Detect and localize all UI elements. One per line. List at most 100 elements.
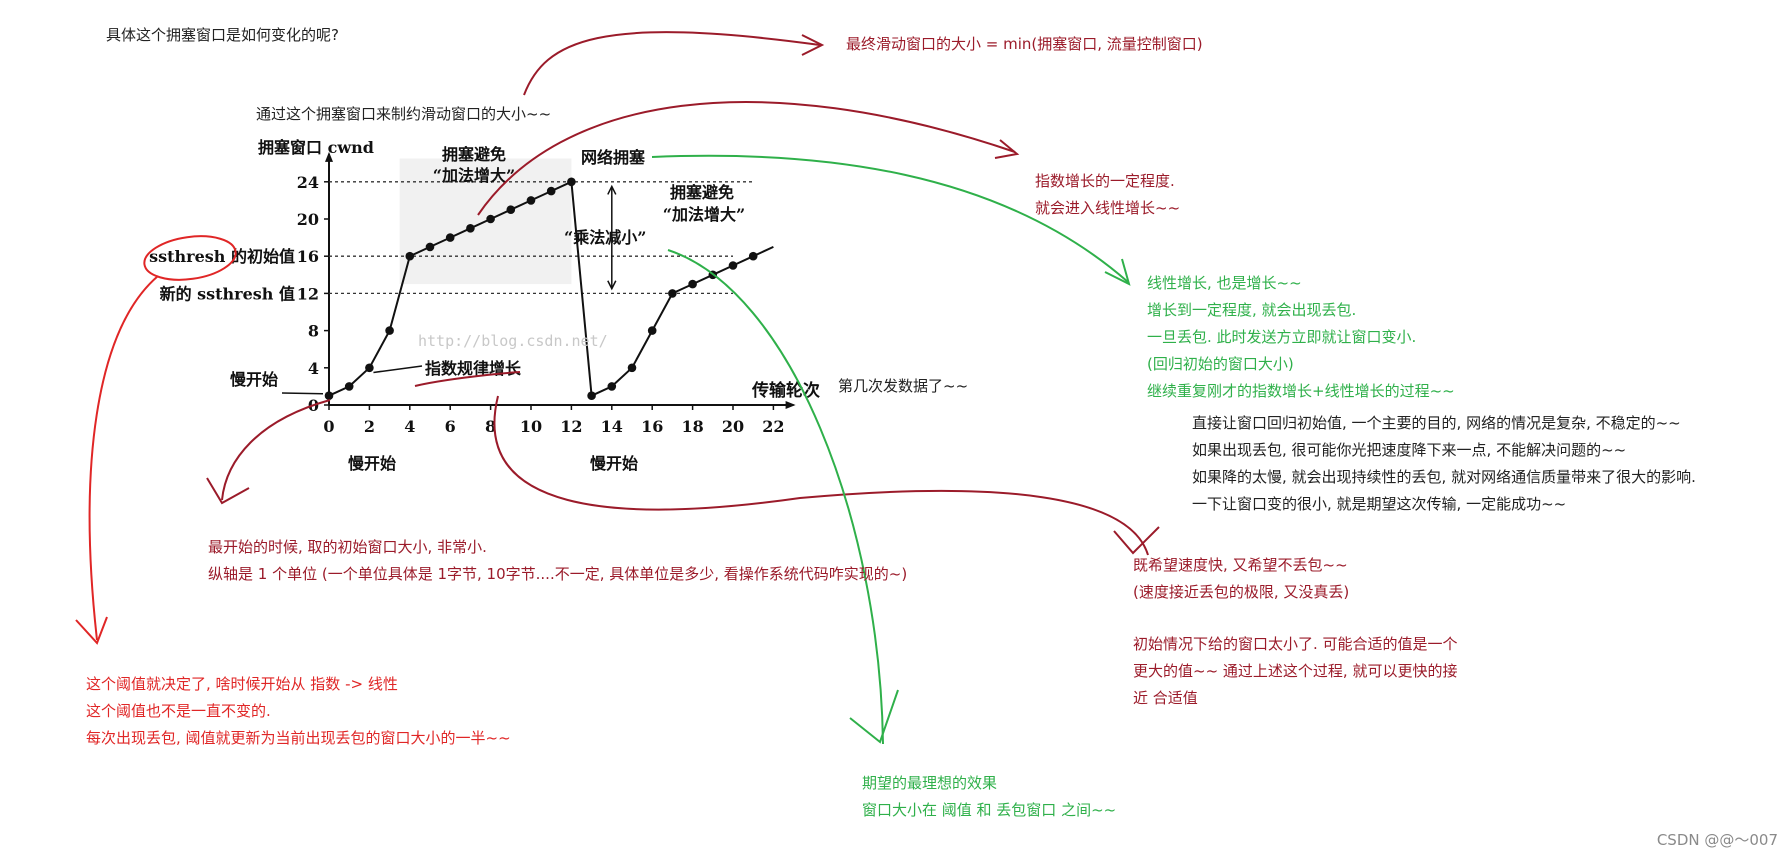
exp-growth-underline <box>414 371 521 387</box>
speed-wish-line: (速度接近丢包的极限, 又没真丢) <box>1133 583 1350 601</box>
x-tick-label: 18 <box>681 417 703 436</box>
ideal-line: 窗口大小在 阈值 和 丢包窗口 之间~~ <box>862 801 1117 819</box>
arrow-to-initial-note <box>221 399 331 501</box>
cwnd-point <box>546 186 556 196</box>
linear-growth-line: 线性增长, 也是增长~~ <box>1147 274 1302 292</box>
threshold-line: 这个阈值也不是一直不变的. <box>86 702 271 720</box>
initial-small-line: 最开始的时候, 取的初始窗口大小, 非常小. <box>208 538 487 556</box>
congestion-avoidance-label: “加法增大” <box>663 205 745 224</box>
ssthresh-circle <box>143 235 237 281</box>
x-tick-label: 0 <box>323 417 334 436</box>
x-tick-label: 16 <box>641 417 663 436</box>
exp-limit-note: 指数增长的一定程度. 就会进入线性增长~~ <box>1035 168 1180 222</box>
reference-line-label: 新的 ssthresh 值 <box>160 284 295 303</box>
y-tick-label: 12 <box>297 284 319 303</box>
linear-growth-line: 一旦丢包. 此时发送方立即就让窗口变小. <box>1147 328 1417 346</box>
cwnd-point <box>567 177 576 187</box>
sliding-window-note: 最终滑动窗口的大小 = min(拥塞窗口, 流量控制窗口) <box>846 35 1203 53</box>
title-question: 具体这个拥塞窗口是如何变化的呢? <box>106 26 339 44</box>
y-tick-label: 24 <box>297 173 319 192</box>
x-tick-label: 10 <box>520 417 542 436</box>
cwnd-point <box>344 382 354 391</box>
arrow-head <box>801 34 825 56</box>
arrow-head <box>849 689 899 744</box>
reference-line-label: ssthresh 的初始值 <box>149 247 295 266</box>
slow-start-pointer <box>281 392 324 395</box>
cwnd-point <box>324 391 334 401</box>
arrow-to-sliding-window-note <box>523 31 821 96</box>
initial-too-small-line: 初始情况下给的窗口太小了. 可能合适的值是一个 <box>1133 635 1458 653</box>
cwnd-point <box>748 251 758 261</box>
x-tick-label: 14 <box>601 417 623 436</box>
cwnd-point <box>486 214 495 224</box>
initial-too-small-line: 更大的值~~ 通过上述这个过程, 就可以更快的接 <box>1133 662 1458 680</box>
x-tick-label: 8 <box>485 417 496 436</box>
cwnd-point <box>627 363 637 373</box>
initial-small-note: 最开始的时候, 取的初始窗口大小, 非常小. 纵轴是 1 个单位 (一个单位具体… <box>208 534 907 588</box>
arrow-to-ideal-note <box>667 249 884 745</box>
slow-start-bottom-label: 慢开始 <box>348 454 396 473</box>
cwnd-point <box>607 382 617 391</box>
ideal-note: 期望的最理想的效果 窗口大小在 阈值 和 丢包窗口 之间~~ <box>862 770 1116 824</box>
y-tick-label: 4 <box>308 359 319 378</box>
y-tick-label: 16 <box>297 247 319 266</box>
cwnd-point <box>385 326 394 335</box>
cwnd-point <box>506 205 516 214</box>
congestion-avoidance-label: 拥塞避免 <box>670 183 734 202</box>
cwnd-point <box>425 242 435 252</box>
linear-growth-line: (回归初始的窗口大小) <box>1147 355 1294 373</box>
reset-reason-line: 直接让窗口回归初始值, 一个主要的目的, 网络的情况是复杂, 不稳定的~~ <box>1192 414 1681 432</box>
exp-limit-line: 就会进入线性增长~~ <box>1035 199 1181 217</box>
cwnd-point <box>728 261 738 270</box>
cwnd-point <box>688 279 697 289</box>
initial-small-line: 纵轴是 1 个单位 (一个单位具体是 1字节, 10字节....不一定, 具体单… <box>208 565 908 583</box>
linear-growth-note: 线性增长, 也是增长~~ 增长到一定程度, 就会出现丢包. 一旦丢包. 此时发送… <box>1147 270 1455 405</box>
y-tick-label: 20 <box>297 210 319 229</box>
arrow-to-linear-note <box>651 154 1129 283</box>
slow-start-bottom-label: 慢开始 <box>590 454 638 473</box>
mult-decrease-arrowhead <box>607 184 617 195</box>
cwnd-point <box>466 224 475 233</box>
cwnd-point <box>647 326 657 335</box>
slow-start-label: 慢开始 <box>230 370 278 389</box>
credit-watermark: CSDN @@～007 <box>1656 831 1778 849</box>
x-axis-label: 传输轮次 <box>751 380 820 401</box>
y-axis-label: 拥塞窗口 cwnd <box>258 138 374 157</box>
reset-reason-note: 直接让窗口回归初始值, 一个主要的目的, 网络的情况是复杂, 不稳定的~~ 如果… <box>1192 410 1696 518</box>
cwnd-series-line <box>328 180 754 398</box>
mult-decrease-arrowhead <box>607 280 617 291</box>
x-tick-label: 12 <box>560 417 582 436</box>
round-note: 第几次发数据了~~ <box>838 377 969 395</box>
network-congestion-label: 网络拥塞 <box>581 148 646 167</box>
threshold-line: 每次出现丢包, 阈值就更新为当前出现丢包的窗口大小的一半~~ <box>86 729 511 747</box>
initial-too-small-note: 初始情况下给的窗口太小了. 可能合适的值是一个 更大的值~~ 通过上述这个过程,… <box>1133 631 1458 712</box>
arrow-head <box>1113 526 1160 555</box>
reset-reason-line: 如果出现丢包, 很可能你光把速度降下来一点, 不能解决问题的~~ <box>1192 441 1627 459</box>
cwnd-point <box>526 196 536 205</box>
cwnd-point <box>365 363 374 373</box>
initial-too-small-line: 近 合适值 <box>1133 689 1198 707</box>
threshold-note: 这个阈值就决定了, 啥时候开始从 指数 -> 线性 这个阈值也不是一直不变的. … <box>86 671 511 752</box>
watermark: http://blog.csdn.net/ <box>418 332 608 350</box>
x-tick-label: 20 <box>722 417 744 436</box>
exp-limit-line: 指数增长的一定程度. <box>1035 172 1175 190</box>
mult-decrease-label: “乘法减小” <box>564 228 646 247</box>
reset-reason-line: 一下让窗口变的很小, 就是期望这次传输, 一定能成功~~ <box>1192 495 1567 513</box>
x-tick-label: 4 <box>404 417 415 436</box>
arrow-to-threshold-note <box>88 275 159 641</box>
arrow-to-speed-note <box>493 395 1149 556</box>
cwnd-point <box>405 251 415 261</box>
exp-growth-pointer <box>373 365 423 374</box>
y-axis-arrow <box>325 151 333 162</box>
x-tick-label: 22 <box>762 417 784 436</box>
x-tick-label: 6 <box>445 417 456 436</box>
x-tick-label: 2 <box>364 417 375 436</box>
linear-growth-line: 继续重复刚才的指数增长+线性增长的过程~~ <box>1147 382 1455 400</box>
speed-wish-line: 既希望速度快, 又希望不丢包~~ <box>1133 556 1348 574</box>
cwnd-point <box>587 391 596 401</box>
arrow-head <box>206 477 250 505</box>
linear-growth-line: 增长到一定程度, 就会出现丢包. <box>1147 301 1357 319</box>
congestion-avoidance-label: 拥塞避免 <box>442 145 506 164</box>
